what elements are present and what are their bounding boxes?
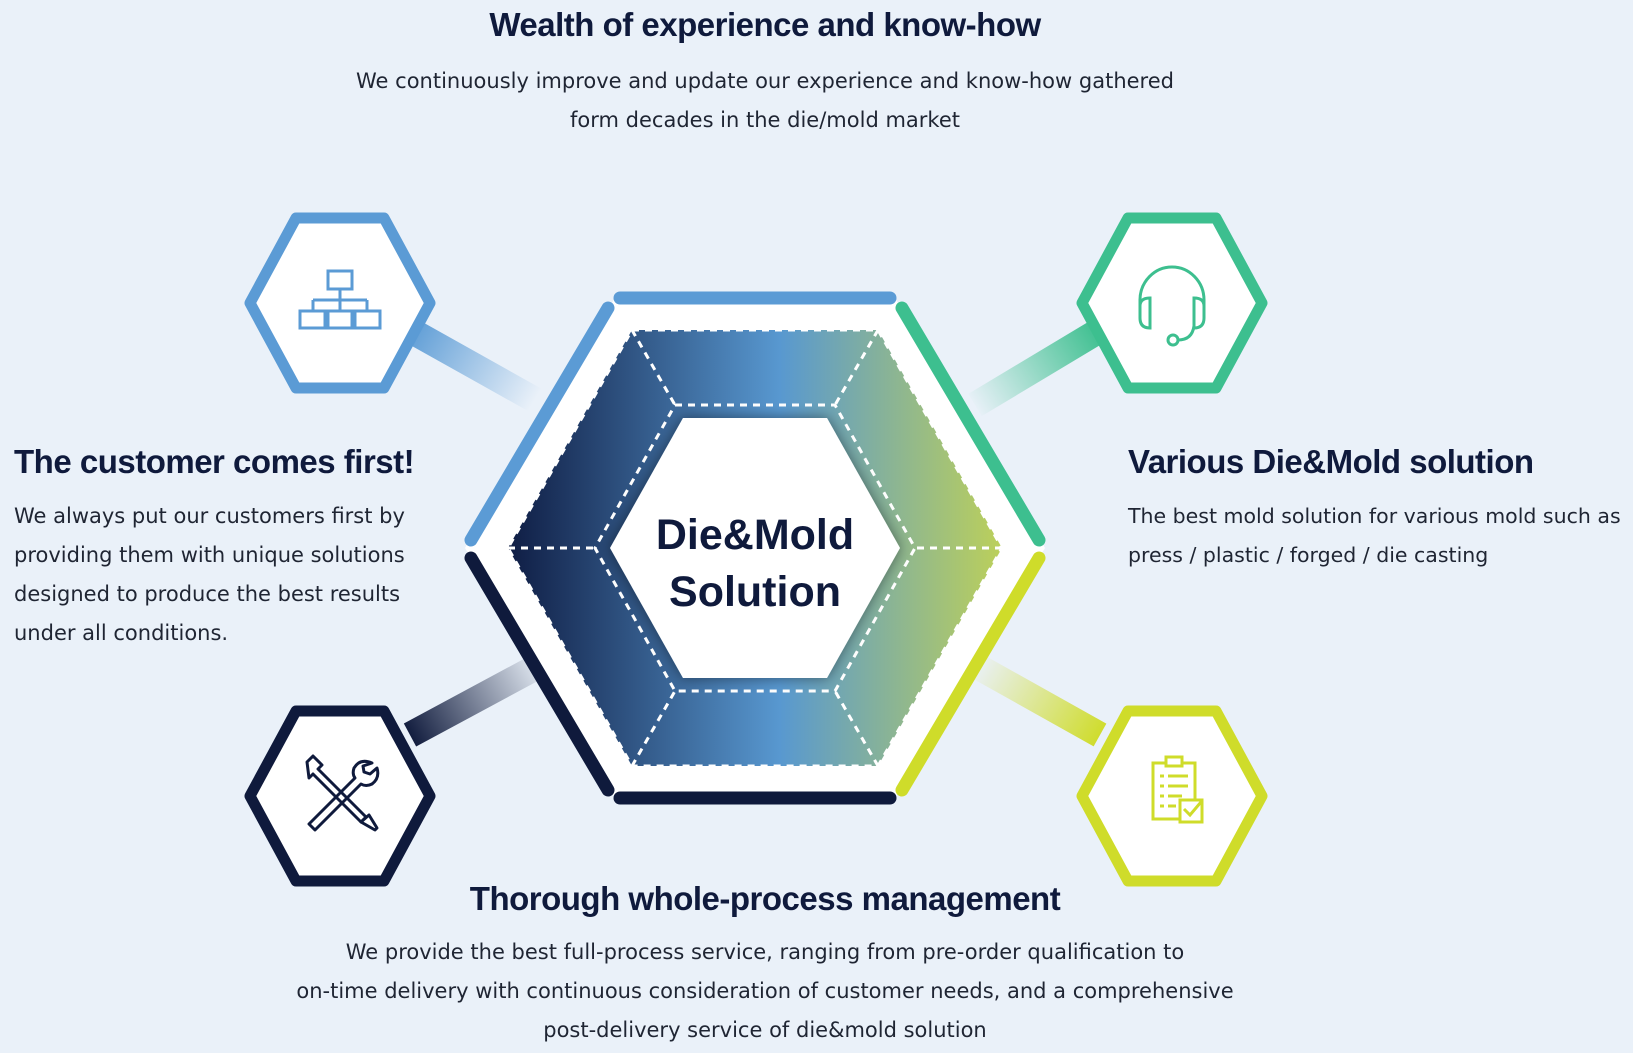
top-description: We continuously improve and update our e… (230, 62, 1300, 140)
bottom-description-line: post-delivery service of die&mold soluti… (543, 1018, 987, 1042)
right-description-line: press / plastic / forged / die casting (1128, 543, 1489, 567)
left-heading: The customer comes first! (14, 443, 415, 480)
bottom-description-line: on-time delivery with continuous conside… (296, 979, 1234, 1003)
right-description: The best mold solution for various mold … (1128, 497, 1628, 575)
outer-hexagon-border (464, 291, 1046, 805)
hex-badge-top-left (244, 212, 436, 394)
connector-top-right (968, 318, 1107, 417)
dashed-guides (506, 328, 1004, 768)
checklist-icon (1151, 755, 1204, 824)
connector-bottom-left (403, 653, 547, 747)
right-section: Various Die&Mold solution The best mold … (1128, 437, 1628, 575)
hex-badge-top-right (1076, 212, 1268, 394)
left-section: The customer comes first! We always put … (14, 437, 454, 653)
left-description: We always put our customers first by pro… (14, 497, 454, 653)
right-heading: Various Die&Mold solution (1128, 443, 1534, 480)
right-description-line: The best mold solution for various mold … (1128, 504, 1621, 528)
hex-badge-bottom-left (244, 705, 436, 887)
left-description-line: under all conditions. (14, 621, 229, 645)
bottom-description: We provide the best full-process service… (230, 933, 1300, 1050)
top-description-line: form decades in the die/mold market (570, 108, 960, 132)
bottom-heading: Thorough whole-process management (469, 880, 1061, 917)
left-description-line: providing them with unique solutions (14, 543, 405, 567)
org-chart-icon (298, 269, 382, 330)
left-description-line: We always put our customers first by (14, 504, 405, 528)
center-title-line2: Solution (669, 568, 841, 616)
bottom-section: Thorough whole-process management We pro… (230, 878, 1300, 1050)
tools-icon (305, 754, 380, 832)
center-title-line1: Die&Mold (656, 511, 854, 559)
left-description-line: designed to produce the best results (14, 582, 401, 606)
bottom-description-line: We provide the best full-process service… (345, 940, 1185, 964)
connector-bottom-right (968, 653, 1107, 747)
top-description-line: We continuously improve and update our e… (356, 69, 1174, 93)
inner-hexagon (610, 418, 900, 678)
top-section: Wealth of experience and know-how We con… (230, 0, 1300, 140)
headset-icon (1138, 265, 1206, 347)
hex-badge-bottom-right (1076, 705, 1268, 887)
connector-top-left (403, 318, 542, 412)
top-heading: Wealth of experience and know-how (489, 6, 1041, 43)
